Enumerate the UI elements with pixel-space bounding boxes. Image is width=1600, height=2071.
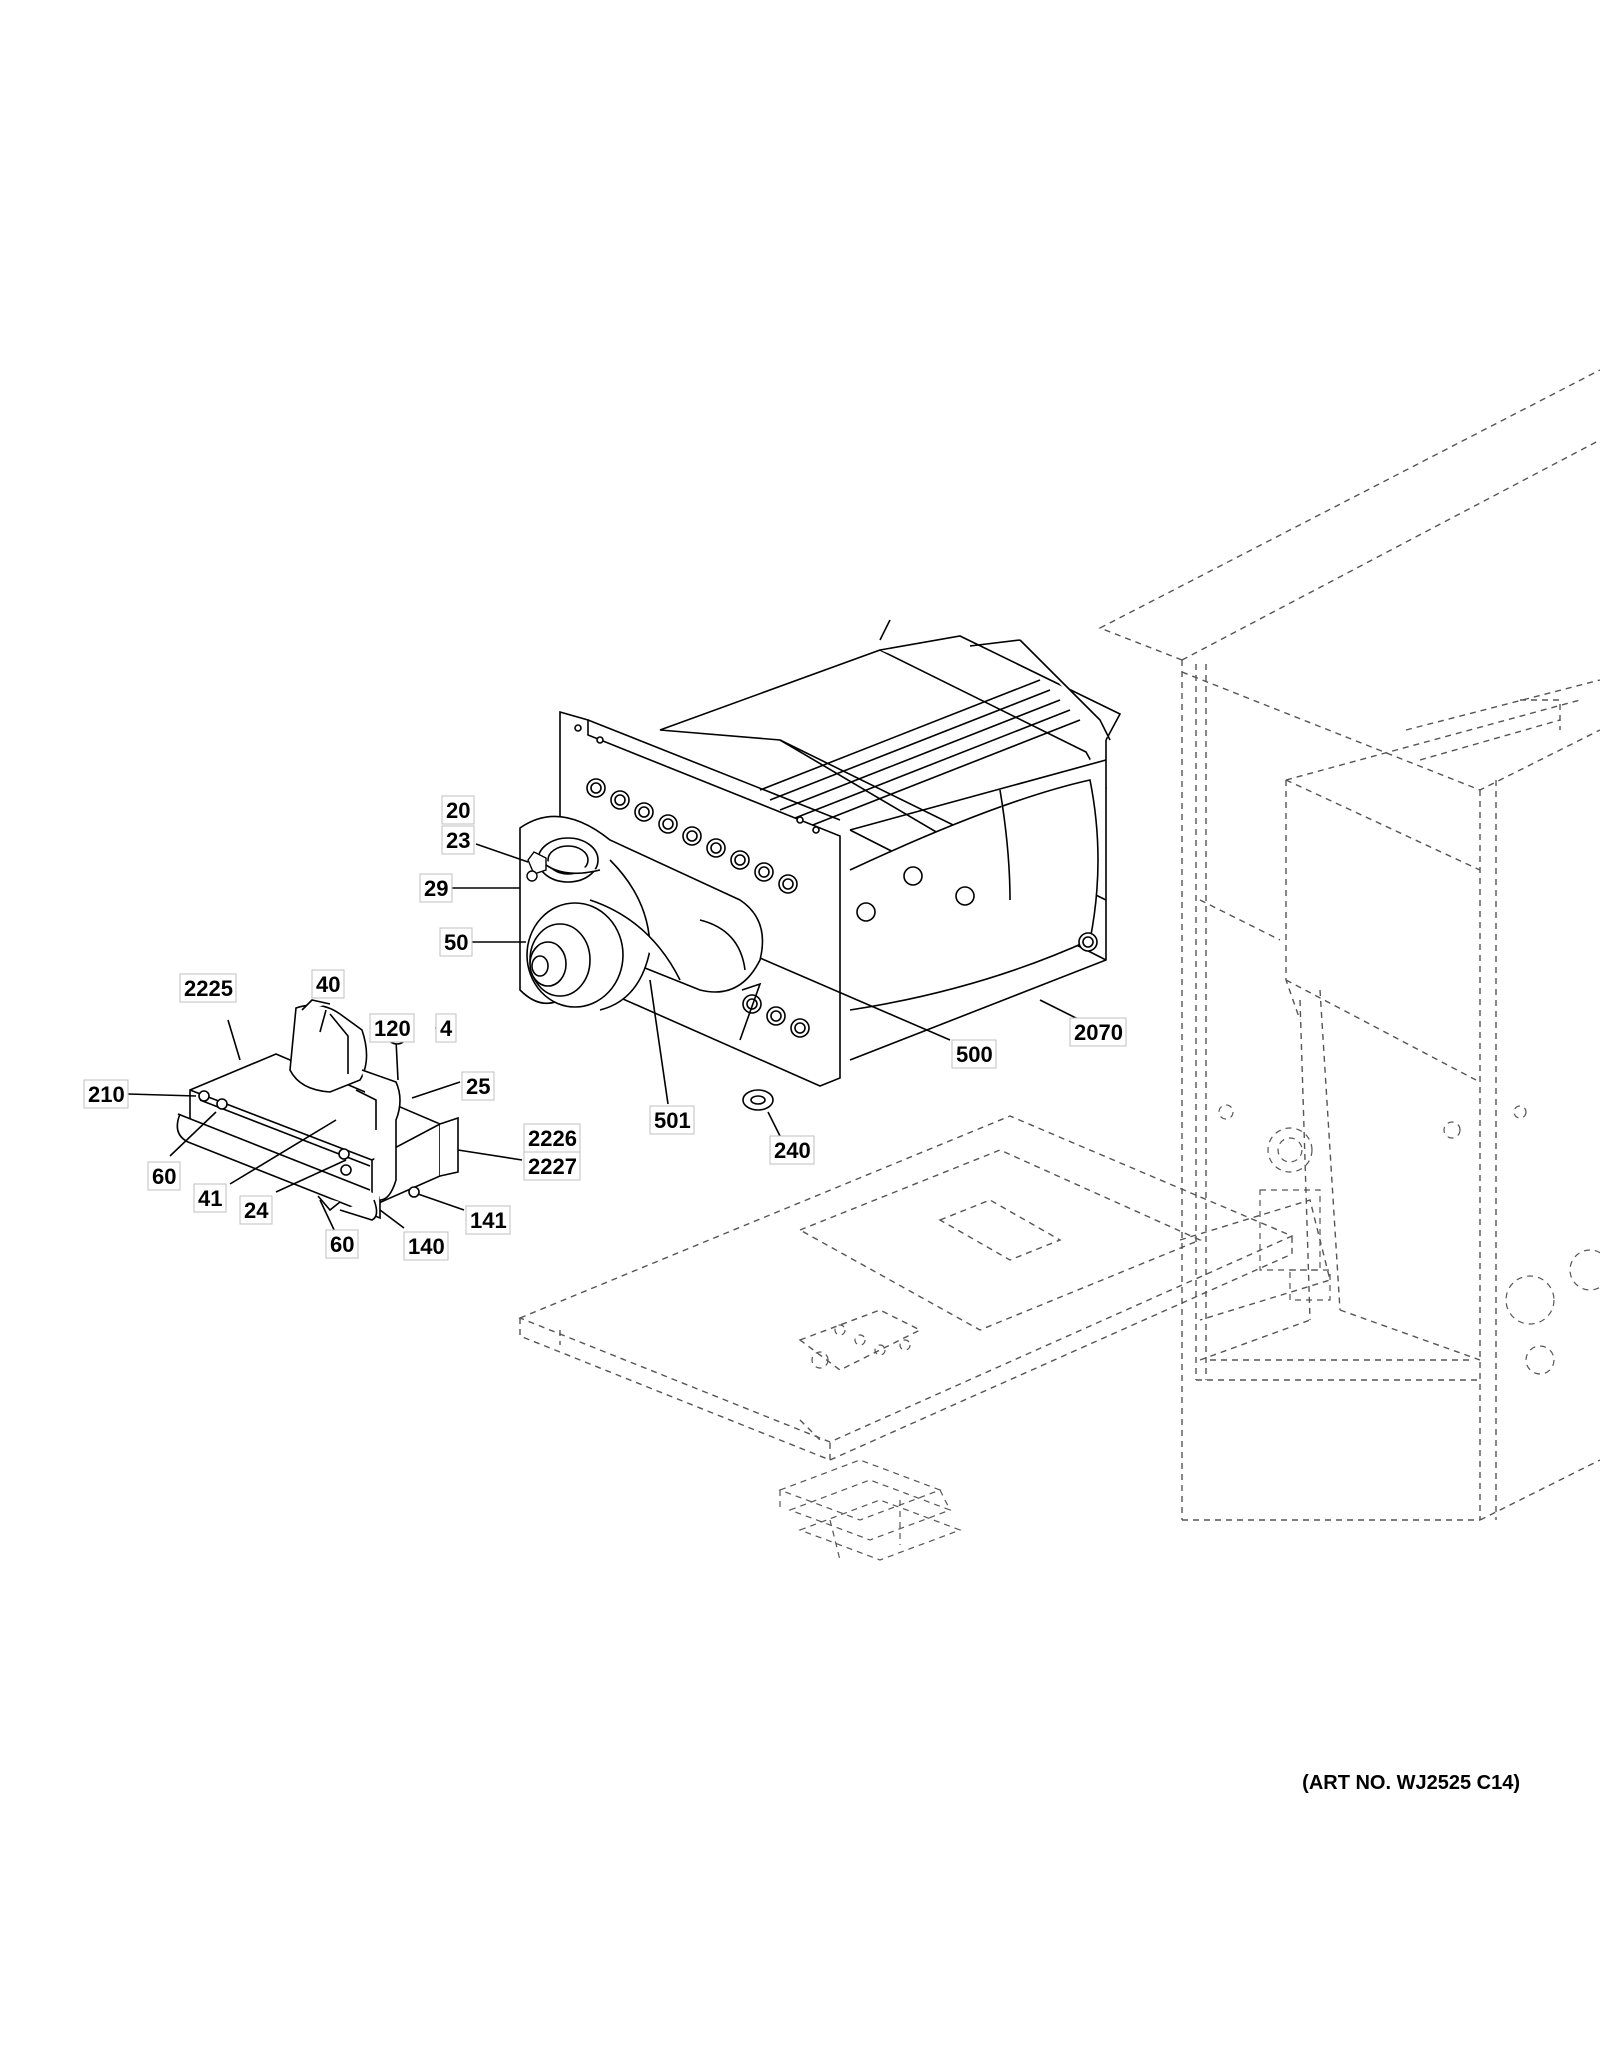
base-pan: [518, 1115, 1331, 1462]
svg-text:50: 50: [444, 930, 468, 955]
inducer-blower: [519, 815, 764, 1011]
callout-40[interactable]: 40: [311, 969, 345, 999]
callout-60-upper[interactable]: 60: [147, 1161, 181, 1191]
svg-text:29: 29: [424, 876, 448, 901]
callout-24[interactable]: 24: [239, 1195, 273, 1225]
callout-25[interactable]: 25: [461, 1071, 495, 1101]
svg-text:4: 4: [440, 1016, 453, 1041]
svg-text:60: 60: [330, 1232, 354, 1257]
callout-210[interactable]: 210: [83, 1079, 129, 1109]
svg-text:23: 23: [446, 828, 470, 853]
svg-text:210: 210: [88, 1082, 125, 1107]
svg-text:40: 40: [316, 972, 340, 997]
leader-lines: [127, 843, 1085, 1235]
callout-20[interactable]: 20: [441, 795, 475, 825]
callout-240[interactable]: 240: [769, 1135, 815, 1165]
callout-2226[interactable]: 2226: [523, 1123, 581, 1153]
svg-text:120: 120: [374, 1016, 411, 1041]
gas-valve-assembly: [176, 999, 459, 1221]
svg-text:2225: 2225: [184, 976, 233, 1001]
svg-text:141: 141: [470, 1208, 507, 1233]
callout-2225[interactable]: 2225: [179, 973, 237, 1003]
callout-141[interactable]: 141: [465, 1205, 511, 1235]
gasket: [742, 1089, 774, 1111]
lower-mount: [778, 1324, 962, 1561]
svg-text:25: 25: [466, 1074, 490, 1099]
callout-23[interactable]: 23: [441, 825, 475, 855]
svg-text:240: 240: [774, 1138, 811, 1163]
callout-60-lower[interactable]: 60: [325, 1229, 359, 1259]
callout-2227[interactable]: 2227: [523, 1151, 581, 1181]
callout-41[interactable]: 41: [193, 1183, 227, 1213]
art-number: (ART NO. WJ2525 C14): [1302, 1772, 1520, 1794]
burner-ports: [586, 778, 810, 1038]
flame-sensor: [526, 851, 547, 882]
callout-29[interactable]: 29: [419, 873, 453, 903]
callout-120[interactable]: 120: [369, 1013, 415, 1043]
cabinet-frame: [1098, 369, 1600, 1521]
svg-text:2070: 2070: [1074, 1020, 1123, 1045]
svg-text:24: 24: [244, 1198, 269, 1223]
heat-exchanger: [659, 619, 1122, 1061]
callout-2070[interactable]: 2070: [1069, 1017, 1127, 1047]
svg-text:2227: 2227: [528, 1154, 577, 1179]
svg-text:500: 500: [956, 1042, 993, 1067]
svg-text:20: 20: [446, 798, 470, 823]
callout-501[interactable]: 501: [649, 1105, 695, 1135]
svg-text:140: 140: [408, 1234, 445, 1259]
svg-text:501: 501: [654, 1108, 691, 1133]
cabinet-details: [1218, 1104, 1600, 1375]
callout-50[interactable]: 50: [439, 927, 473, 957]
svg-text:2226: 2226: [528, 1126, 577, 1151]
callout-4[interactable]: 4: [435, 1013, 457, 1043]
callout-140[interactable]: 140: [403, 1231, 449, 1261]
svg-text:60: 60: [152, 1164, 176, 1189]
svg-text:41: 41: [198, 1186, 222, 1211]
callout-500[interactable]: 500: [951, 1039, 997, 1069]
